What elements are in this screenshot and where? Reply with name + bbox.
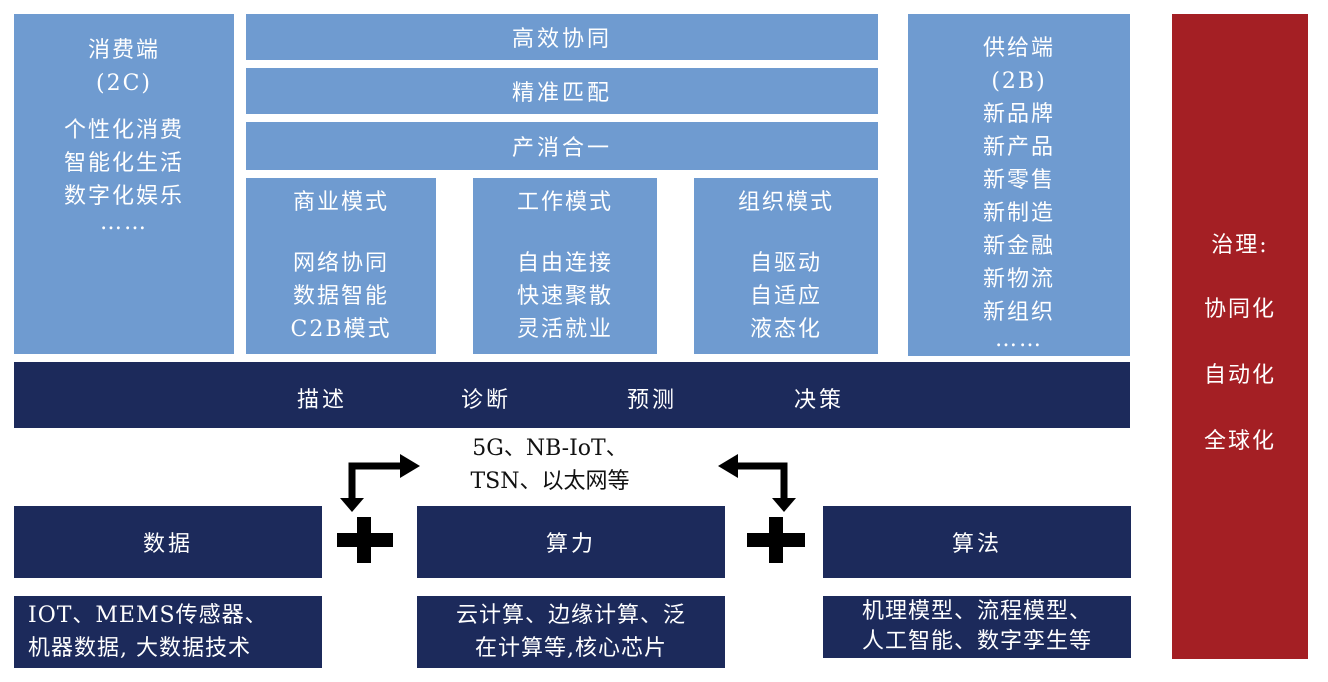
supply-title: 供给端 <box>982 36 1055 61</box>
supply-item: 新品牌 <box>982 102 1055 127</box>
supply-item: 新零售 <box>982 168 1055 193</box>
data-desc-line: 机器数据, 大数据技术 <box>28 636 251 661</box>
mode-item: 数据智能 <box>292 284 389 309</box>
work-mode-box: 工作模式 自由连接 快速聚散 灵活就业 <box>473 178 657 354</box>
compute-desc-box: 云计算、边缘计算、泛 在计算等,核心芯片 <box>417 596 725 668</box>
consumer-title: 消费端 <box>87 38 160 63</box>
consumer-item: 智能化生活 <box>63 151 184 176</box>
row-prosumer: 产消合一 <box>246 122 878 170</box>
mode-item: C2B模式 <box>290 317 392 342</box>
mode-item: 液态化 <box>749 317 822 342</box>
supply-item: 新产品 <box>982 135 1055 160</box>
org-mode-box: 组织模式 自驱动 自适应 液态化 <box>694 178 878 354</box>
governance-panel: 治理: 协同化 自动化 全球化 <box>1172 14 1308 659</box>
compute-desc-line: 在计算等,核心芯片 <box>475 636 667 661</box>
mode-item: 自驱动 <box>749 251 822 276</box>
algorithm-desc-box: 机理模型、流程模型、 人工智能、数字孪生等 <box>823 596 1131 658</box>
business-mode-box: 商业模式 网络协同 数据智能 C2B模式 <box>246 178 436 354</box>
row-precise-match: 精准匹配 <box>246 68 878 114</box>
analytics-describe: 描述 <box>297 388 348 413</box>
network-label: 5G、NB-IoT、 TSN、以太网等 <box>420 432 680 502</box>
algorithm-desc-line: 人工智能、数字孪生等 <box>861 629 1092 654</box>
algorithm-title-box: 算法 <box>823 506 1131 578</box>
supply-subtitle: (2B) <box>991 69 1047 94</box>
algorithm-desc-line: 机理模型、流程模型、 <box>861 599 1092 624</box>
data-desc-line: IOT、MEMS传感器、 <box>28 603 268 628</box>
analytics-predict: 预测 <box>627 388 678 413</box>
network-line: 5G、NB-IoT、 <box>472 436 628 461</box>
supply-item: 新制造 <box>982 201 1055 226</box>
analytics-decide: 决策 <box>794 388 845 413</box>
governance-item: 全球化 <box>1203 429 1276 454</box>
supply-item: 新物流 <box>982 267 1055 292</box>
data-title-box: 数据 <box>14 506 322 578</box>
consumer-subtitle: (2C) <box>96 71 152 96</box>
plus-icon <box>747 517 805 563</box>
compute-title-box: 算力 <box>417 506 725 578</box>
governance-item: 自动化 <box>1203 363 1276 388</box>
analytics-bar: 描述 诊断 预测 决策 <box>14 362 1130 428</box>
data-desc-box: IOT、MEMS传感器、 机器数据, 大数据技术 <box>14 596 322 668</box>
supply-item: 新金融 <box>982 234 1055 259</box>
governance-item: 协同化 <box>1203 297 1276 322</box>
consumer-panel: 消费端 (2C) 个性化消费 智能化生活 数字化娱乐 …… <box>14 14 234 354</box>
plus-icon <box>337 517 393 563</box>
mode-item: 网络协同 <box>292 251 389 276</box>
mode-item: 灵活就业 <box>516 317 613 342</box>
consumer-item: 数字化娱乐 <box>63 184 184 209</box>
governance-title: 治理: <box>1211 233 1269 258</box>
mode-title: 工作模式 <box>516 190 613 215</box>
analytics-diagnose: 诊断 <box>461 388 512 413</box>
mode-title: 商业模式 <box>292 190 389 215</box>
mode-item: 自由连接 <box>516 251 613 276</box>
mode-item: 自适应 <box>749 284 822 309</box>
supply-item: …… <box>995 327 1043 352</box>
network-line: TSN、以太网等 <box>470 469 630 494</box>
compute-desc-line: 云计算、边缘计算、泛 <box>455 603 686 628</box>
mode-title: 组织模式 <box>737 190 834 215</box>
supply-panel: 供给端 (2B) 新品牌 新产品 新零售 新制造 新金融 新物流 新组织 …… <box>908 14 1130 356</box>
bent-arrow-left-icon <box>340 454 420 512</box>
bent-arrow-right-icon <box>718 454 796 512</box>
consumer-item: …… <box>100 210 148 235</box>
row-efficient-collab: 高效协同 <box>246 14 878 60</box>
supply-item: 新组织 <box>982 300 1055 325</box>
mode-item: 快速聚散 <box>516 284 613 309</box>
consumer-item: 个性化消费 <box>63 118 184 143</box>
